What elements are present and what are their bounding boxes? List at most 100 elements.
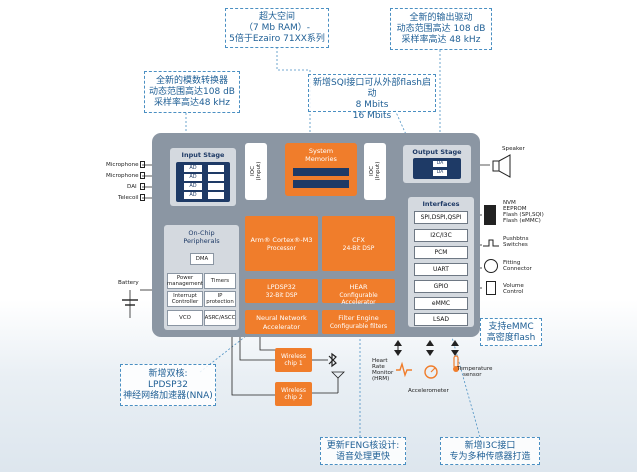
speaker-label: Speaker: [502, 146, 525, 152]
hrm-line-3: Monitor: [372, 370, 394, 376]
wireless-chip-2: Wireless chip 2: [275, 382, 312, 406]
callout-i3c: 新增I3C接口 专为多种传感器打造: [440, 437, 540, 465]
control-label: Control: [503, 289, 524, 295]
accelerometer-label: Accelerometer: [408, 388, 449, 394]
dma-cell: DMA: [190, 253, 214, 265]
sensor-label: sensor: [463, 372, 482, 378]
callout-flash-line-1: 新增SQI接口可从外部flash启动: [312, 78, 432, 99]
ioc-input-left-label: IOC (Input): [250, 161, 262, 181]
ip-protection-cell: IP protection: [204, 291, 236, 307]
memory-bar-1: [293, 168, 349, 176]
lpdsp32-sub: 32-Bit DSP: [265, 292, 298, 299]
arm-cortex-sub: Processor: [267, 245, 296, 252]
wireless-chip-1-label: Wireless chip 1: [280, 353, 307, 367]
interface-pcm: PCM: [414, 246, 468, 259]
filter-engine-name: Filter Engine: [338, 314, 379, 322]
da-converter-2: DA: [433, 170, 447, 176]
callout-i3c-line-2: 专为多种传感器打造: [449, 452, 531, 462]
memory-bar-2: [293, 180, 349, 188]
power-management-cell: Power management: [166, 273, 204, 289]
callout-input-line-1: 全新的模数转换器: [155, 76, 228, 86]
volume-label: Volume: [503, 283, 524, 289]
speaker-icon: [492, 154, 511, 178]
ad-converter-1: AD: [184, 165, 202, 172]
arm-cortex-block: Arm® Cortex®-M3 Processor: [245, 216, 318, 271]
callout-feng-line-1: 更新FENG核设计:: [326, 441, 400, 451]
interfaces-title: Interfaces: [422, 200, 460, 208]
asrc-cell: ASRC/ASCC: [204, 310, 236, 326]
ad-converter-3: AD: [184, 183, 202, 190]
callout-memory-line-2: （7 Mb RAM）-: [244, 23, 310, 33]
lpdsp32-block: LPDSP32 32-Bit DSP: [245, 279, 318, 303]
bluetooth-icon: [328, 352, 337, 368]
callout-feng: 更新FENG核设计: 语音处理更快: [320, 437, 406, 465]
fitting-label-group: Fitting Connector: [503, 260, 532, 272]
vco-cell: VCO: [167, 310, 203, 326]
timers-cell: Timers: [204, 273, 236, 289]
nvm-label-group: NVM EEPROM Flash (SPI,SQI) Flash (eMMC): [503, 200, 563, 224]
dai-label: DAI: [127, 184, 137, 190]
pushbtns-label-group: Pushbtns Switches: [503, 236, 528, 248]
hrm-line-2: Rate: [372, 364, 385, 370]
hear-sub: Configurable Accelerator: [339, 292, 378, 306]
ad-converter-2: AD: [184, 174, 202, 181]
cfx-block: CFX 24-Bit DSP: [322, 216, 395, 271]
microphone-1-label: Microphone: [106, 162, 139, 168]
dai-icon: [140, 183, 145, 190]
output-stage-title: Output Stage: [412, 148, 462, 156]
ioc-input-right: IOC (Input): [364, 143, 386, 200]
telecoil-label: Telecoil: [118, 195, 139, 201]
interface-lsad: LSAD: [414, 313, 468, 326]
callout-dual-core-line-2: LPDSP32: [148, 380, 188, 390]
callout-memory-line-3: 5倍于Ezairo 71XX系列: [229, 34, 325, 44]
callout-input-line-2: 动态范围高达108 dB: [149, 87, 235, 97]
nna-name: Neural Network: [256, 314, 307, 322]
callout-input: 全新的模数转换器 动态范围高达108 dB 采样率高达48 kHz: [144, 71, 240, 113]
wireless-chip-1: Wireless chip 1: [275, 348, 312, 372]
thermometer-icon: [453, 355, 459, 372]
fitting-connector-icon: [484, 259, 498, 273]
callout-emmc-line-2: 高密度flash: [486, 333, 536, 343]
wireless-chip-2-label: Wireless chip 2: [280, 387, 307, 401]
temperature-label: Temperature: [457, 366, 493, 372]
volume-label-group: Volume Control: [503, 283, 524, 295]
ioc-input-right-label: IOC (Input): [369, 161, 381, 181]
callout-output-line-3: 采样率高达 48 kHz: [401, 35, 481, 45]
output-stage: Output Stage DA DA: [403, 145, 471, 183]
flash-spi-label: Flash (SPI,SQI): [503, 212, 544, 218]
microphone-2-label: Microphone: [106, 173, 139, 179]
eeprom-label: EEPROM: [503, 206, 527, 212]
buffer-1: [208, 165, 224, 172]
fitting-label: Fitting: [503, 260, 521, 266]
hrm-line-1: Heart: [372, 358, 388, 364]
arm-cortex-name: Arm® Cortex®-M3: [250, 236, 313, 244]
hrm-label-group: Heart Rate Monitor (HRM): [372, 358, 402, 382]
telecoil-icon: [140, 194, 145, 201]
microphone-2-icon: [140, 172, 145, 179]
nna-sub: Accelerator: [262, 323, 301, 331]
callout-dual-core: 新增双核: LPDSP32 神经网络加速器(NNA): [120, 364, 216, 406]
microphone-1-icon: [140, 161, 145, 168]
battery-label: Battery: [118, 280, 139, 286]
heart-rate-icon: [396, 361, 412, 378]
input-stage-title: Input Stage: [181, 151, 225, 159]
system-memories: System Memories: [285, 143, 357, 196]
leader-i3c: [449, 329, 481, 438]
ad-converter-4: AD: [184, 192, 202, 199]
callout-output-line-1: 全新的输出驱动: [409, 13, 473, 23]
lpdsp32-name: LPDSP32: [267, 283, 296, 291]
nvm-label: NVM: [503, 200, 516, 206]
callout-i3c-line-1: 新增I3C接口: [464, 441, 516, 451]
pushbutton-icon: [483, 239, 499, 247]
temperature-label-group: Temperature sensor: [457, 366, 492, 378]
callout-memory: 超大空间 （7 Mb RAM）- 5倍于Ezairo 71XX系列: [225, 8, 329, 48]
hrm-line-4: (HRM): [372, 376, 390, 382]
callout-dual-core-line-3: 神经网络加速器(NNA): [123, 391, 213, 401]
callout-memory-line-1: 超大空间: [258, 12, 295, 22]
nvm-chip-icon: [484, 205, 496, 225]
da-converter-1: DA: [433, 161, 447, 167]
callout-output: 全新的输出驱动 动态范围高达 108 dB 采样率高达 48 kHz: [390, 8, 492, 50]
buffer-4: [208, 192, 224, 199]
system-memories-label: System Memories: [305, 147, 337, 163]
